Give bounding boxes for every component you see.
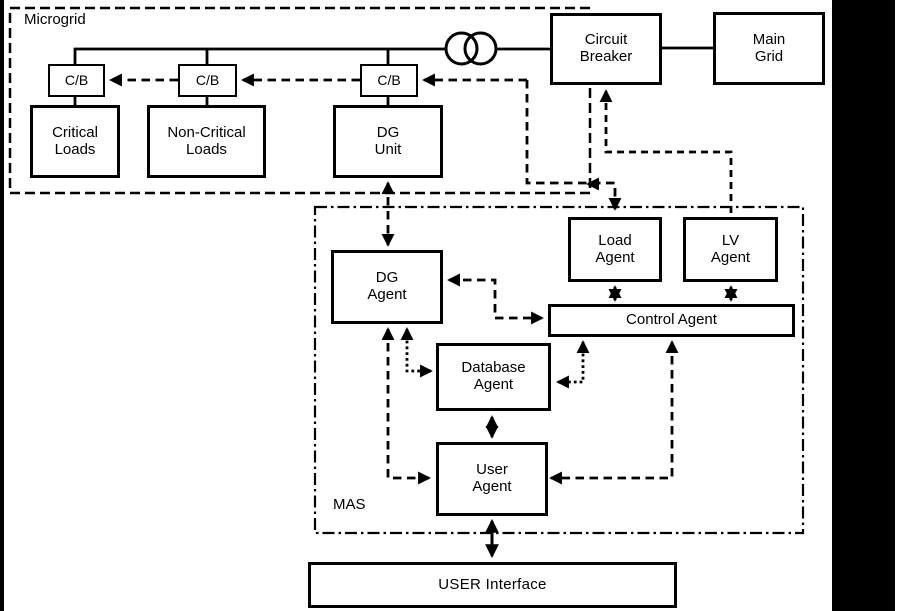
link-dgagent-controlagent	[447, 273, 544, 325]
mas-border	[313, 205, 805, 535]
dg-agent-box: DG Agent	[331, 250, 443, 324]
mas-region-label: MAS	[333, 496, 366, 513]
database-agent-box: Database Agent	[436, 343, 551, 411]
signal-lvagent-to-breaker	[599, 89, 733, 215]
load-agent-box: Load Agent	[568, 217, 662, 282]
microgrid-region-label: Microgrid	[24, 11, 86, 28]
user-agent-box: User Agent	[436, 442, 548, 516]
lv-agent-box: LV Agent	[683, 217, 778, 282]
critical-loads-box: Critical Loads	[30, 105, 120, 178]
main-grid-box: Main Grid	[713, 12, 825, 85]
user-interface-box: USER Interface	[308, 562, 677, 608]
noncritical-loads-box: Non-Critical Loads	[147, 105, 266, 178]
circuit-breaker-box: Circuit Breaker	[550, 13, 662, 85]
left-frame-bar	[0, 0, 4, 611]
circuit-breaker-critical-box: C/B	[48, 64, 105, 97]
transformer-icon	[444, 31, 479, 66]
right-frame-bar	[832, 0, 895, 611]
control-agent-box: Control Agent	[548, 304, 795, 337]
bus-line	[73, 47, 446, 64]
microgrid-border	[8, 6, 592, 195]
dg-unit-box: DG Unit	[333, 105, 443, 178]
link-dgagent-useragent	[381, 327, 431, 485]
link-dgagent-databaseagent	[400, 327, 433, 378]
signal-chain-to-load-agent	[525, 80, 622, 211]
circuit-breaker-noncritical-box: C/B	[178, 64, 237, 97]
link-controlagent-useragent	[549, 340, 679, 485]
circuit-breaker-dg-box: C/B	[360, 64, 418, 97]
transformer-icon	[463, 31, 498, 66]
link-controlagent-databaseagent	[556, 340, 590, 389]
